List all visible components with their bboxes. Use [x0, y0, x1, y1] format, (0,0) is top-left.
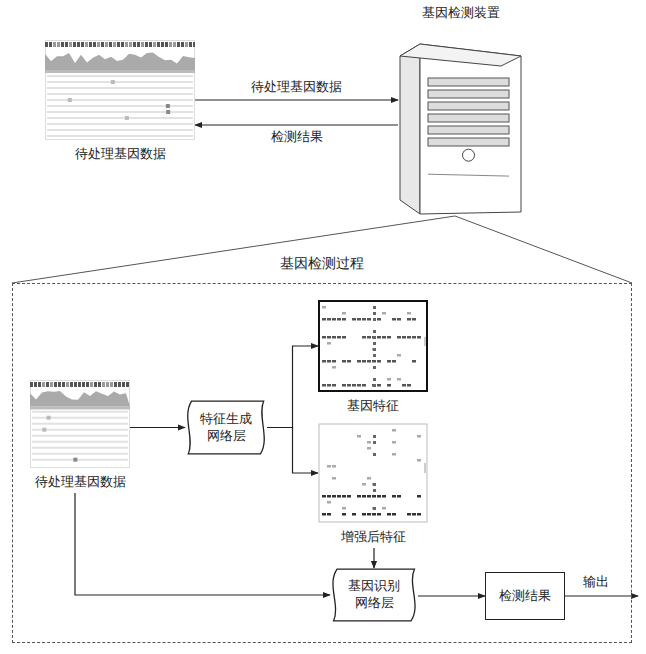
connector-arrow: [195, 124, 398, 125]
connector-arrow: [418, 595, 485, 596]
feature-image: [318, 300, 428, 392]
data-image: 待处理基因数据: [45, 40, 195, 163]
node-text: 待处理基因数据: [45, 146, 195, 163]
network-layer: 基因识别 网络层: [330, 568, 418, 622]
node-text: 待处理基因数据: [30, 474, 130, 491]
node-text: 基因特征: [318, 398, 428, 415]
zoom-line: [12, 216, 455, 283]
output-label: 输出: [581, 574, 611, 591]
node-text: 基因检测过程: [12, 255, 632, 273]
node-text: 检测结果: [499, 588, 551, 605]
node-body: 特征生成 网络层: [185, 400, 267, 455]
connector-arrow: [267, 428, 318, 474]
node-body: 检测结果: [486, 573, 564, 619]
gene-data-image: [45, 40, 195, 140]
connector-arrow: [75, 493, 330, 595]
node-text: 增强后特征: [318, 529, 428, 546]
node-text: 特征生成 网络层: [197, 411, 256, 445]
feature-map: 增强后特征: [318, 423, 428, 546]
node-body: 基因识别 网络层: [330, 568, 418, 622]
edge-label: 检测结果: [269, 129, 325, 146]
connector-arrow: [267, 346, 318, 428]
output-arrow: [565, 595, 638, 596]
data-image: 待处理基因数据: [30, 380, 130, 491]
node-text: 基因识别 网络层: [345, 578, 404, 612]
network-layer: 特征生成 网络层: [185, 400, 267, 455]
feature-image: [318, 423, 428, 523]
process-box: 检测结果: [485, 572, 565, 620]
connector-arrow: [373, 548, 374, 568]
node-text: 基因检测装置: [398, 5, 523, 22]
server-icon: [398, 26, 523, 216]
connector-arrow: [195, 99, 398, 100]
feature-map: 基因特征: [318, 300, 428, 415]
gene-data-image: [30, 380, 130, 468]
zoom-line: [455, 216, 632, 283]
process-region: 基因检测过程待处理基因数据 特征生成 网络层 基因特征增强后特征基因识别 网络层 检测…: [12, 255, 632, 643]
connector-arrow: [130, 427, 185, 428]
server: 基因检测装置: [398, 5, 523, 216]
edge-label: 待处理基因数据: [249, 79, 344, 96]
